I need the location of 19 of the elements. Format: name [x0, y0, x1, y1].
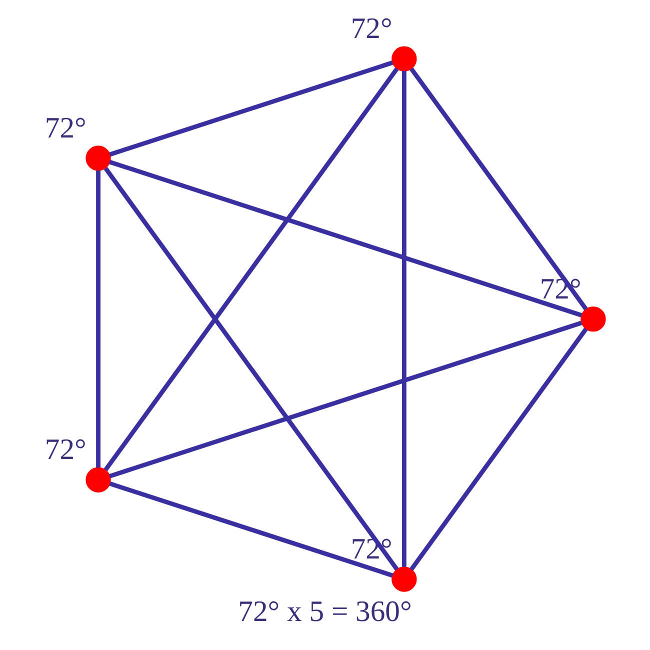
node-circle: [580, 306, 606, 332]
caption: 72° x 5 = 360°: [238, 596, 412, 628]
connector: [109, 482, 394, 578]
node-label: 72°: [44, 112, 86, 145]
connector: [109, 60, 394, 157]
connector: [104, 167, 399, 571]
connector: [402, 70, 406, 567]
node-circle: [392, 566, 417, 592]
node-label: 72°: [44, 434, 86, 466]
connector: [109, 320, 582, 478]
connector: [109, 160, 582, 318]
node-circle: [392, 46, 417, 72]
node-circle: [86, 146, 111, 171]
connector: [410, 67, 588, 310]
connector: [410, 328, 588, 571]
connector: [104, 68, 399, 472]
node-label: 72°: [350, 13, 392, 46]
connector: [96, 170, 100, 468]
node-circle: [86, 467, 111, 492]
